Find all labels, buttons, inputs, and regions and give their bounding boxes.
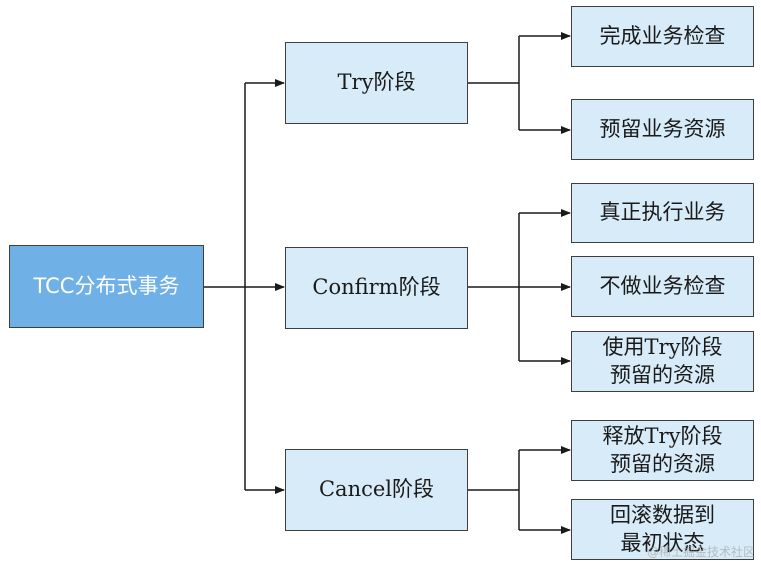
phase-node-label: Try阶段 <box>337 70 416 95</box>
leaf-node: 释放Try阶段 预留的资源 <box>571 420 754 481</box>
leaf-node: 真正执行业务 <box>571 183 754 243</box>
phase-node-label: Cancel阶段 <box>318 477 435 502</box>
phase-node-cancel: Cancel阶段 <box>285 449 468 531</box>
leaf-node: 不做业务检查 <box>571 256 754 317</box>
leaf-node: 完成业务检查 <box>571 6 754 67</box>
root-node: TCC分布式事务 <box>9 245 204 328</box>
leaf-node-label: 真正执行业务 <box>599 200 726 225</box>
phase-node-try: Try阶段 <box>285 42 468 124</box>
leaf-node-label: 使用Try阶段 预留的资源 <box>602 335 723 387</box>
phase-node-label: Confirm阶段 <box>312 275 441 300</box>
leaf-node-label: 预留业务资源 <box>599 116 726 141</box>
watermark-text: @稀土掘金技术社区 <box>646 545 755 559</box>
leaf-node-label: 完成业务检查 <box>599 23 726 48</box>
leaf-node: 回滚数据到 最初状态 <box>571 499 754 560</box>
leaf-node: 预留业务资源 <box>571 99 754 160</box>
leaf-node: 使用Try阶段 预留的资源 <box>571 331 754 392</box>
leaf-node-label: 释放Try阶段 预留的资源 <box>602 424 723 476</box>
root-node-label: TCC分布式事务 <box>33 273 180 298</box>
leaf-node-label: 不做业务检查 <box>599 273 726 298</box>
leaf-node-label: 回滚数据到 最初状态 <box>610 503 715 555</box>
phase-node-confirm: Confirm阶段 <box>285 247 468 329</box>
